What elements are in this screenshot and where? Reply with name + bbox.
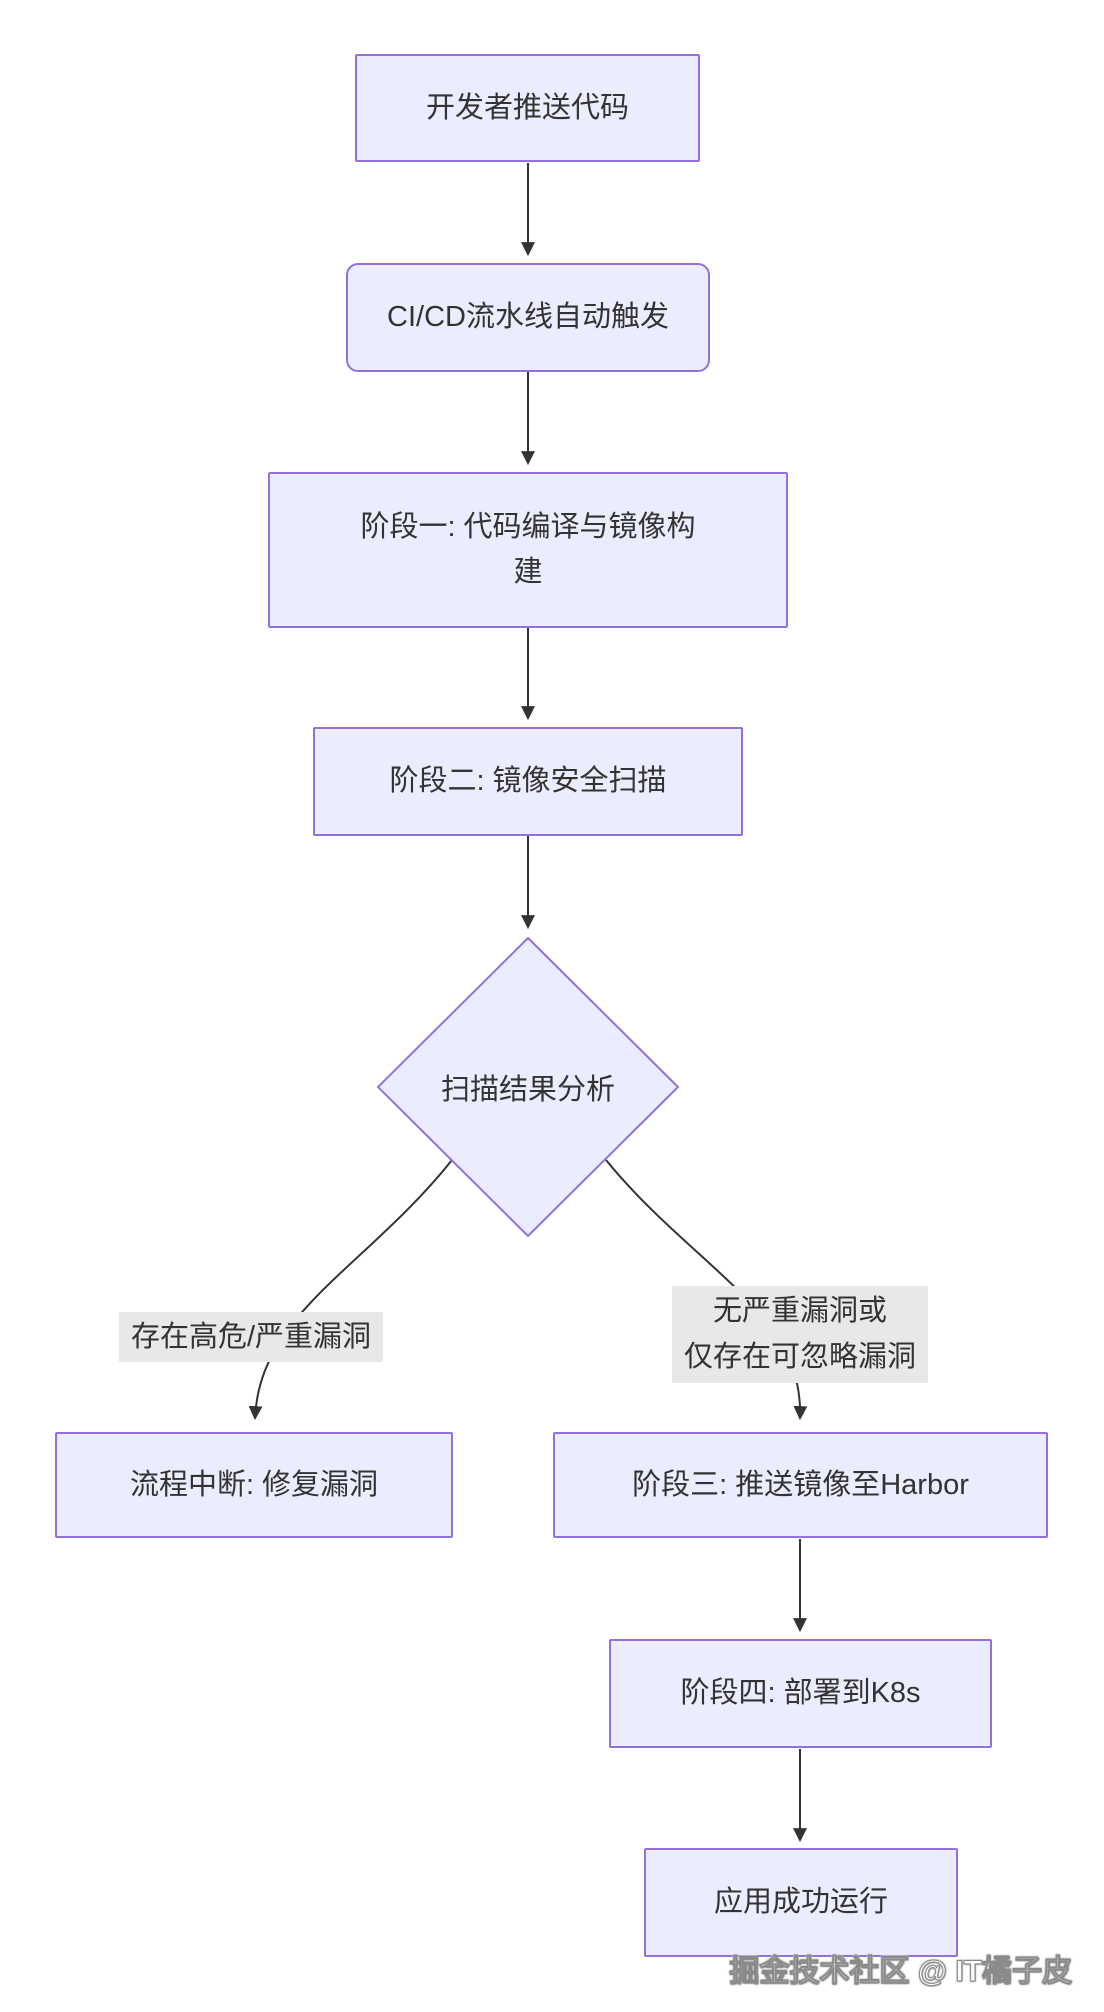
- edge-label-safe: 无严重漏洞或 仅存在可忽略漏洞: [672, 1286, 929, 1383]
- edge-label-critical: 存在高危/严重漏洞: [119, 1312, 384, 1363]
- decision-diamond-shape: [376, 936, 680, 1238]
- node-interrupt-fix: 流程中断: 修复漏洞: [55, 1432, 453, 1538]
- node-cicd-pipeline: CI/CD流水线自动触发: [346, 263, 710, 372]
- node-stage1-line2: 建: [513, 556, 543, 588]
- node-stage2-scan: 阶段二: 镜像安全扫描: [313, 727, 743, 836]
- node-decision-label: 扫描结果分析: [440, 1074, 615, 1106]
- node-stage3-label: 阶段三: 推送镜像至Harbor: [632, 1468, 969, 1501]
- edge-label-safe-line2: 仅存在可忽略漏洞: [684, 1341, 917, 1374]
- node-stage1-line1: 阶段一: 代码编译与镜像构: [360, 511, 696, 544]
- node-push-code-label: 开发者推送代码: [425, 91, 629, 124]
- watermark: 掘金技术社区 @ IT橘子皮: [729, 1955, 1073, 1989]
- node-push-code: 开发者推送代码: [355, 54, 700, 162]
- node-stage4-k8s: 阶段四: 部署到K8s: [609, 1639, 992, 1748]
- edge-label-safe-line1: 无严重漏洞或: [713, 1295, 888, 1327]
- node-interrupt-label: 流程中断: 修复漏洞: [129, 1468, 379, 1501]
- node-stage4-label: 阶段四: 部署到K8s: [680, 1677, 921, 1710]
- edge-decision-to-interrupt: [248, 1159, 453, 1421]
- node-app-success: 应用成功运行: [644, 1848, 958, 1957]
- node-stage3-harbor: 阶段三: 推送镜像至Harbor: [553, 1432, 1048, 1538]
- edge-label-critical-text: 存在高危/严重漏洞: [131, 1321, 372, 1353]
- node-stage1-build: 阶段一: 代码编译与镜像构 建: [268, 472, 788, 628]
- node-success-label: 应用成功运行: [713, 1886, 888, 1919]
- node-cicd-pipeline-label: CI/CD流水线自动触发: [387, 301, 669, 334]
- node-stage2-label: 阶段二: 镜像安全扫描: [389, 765, 667, 798]
- node-decision: 扫描结果分析: [378, 1037, 678, 1137]
